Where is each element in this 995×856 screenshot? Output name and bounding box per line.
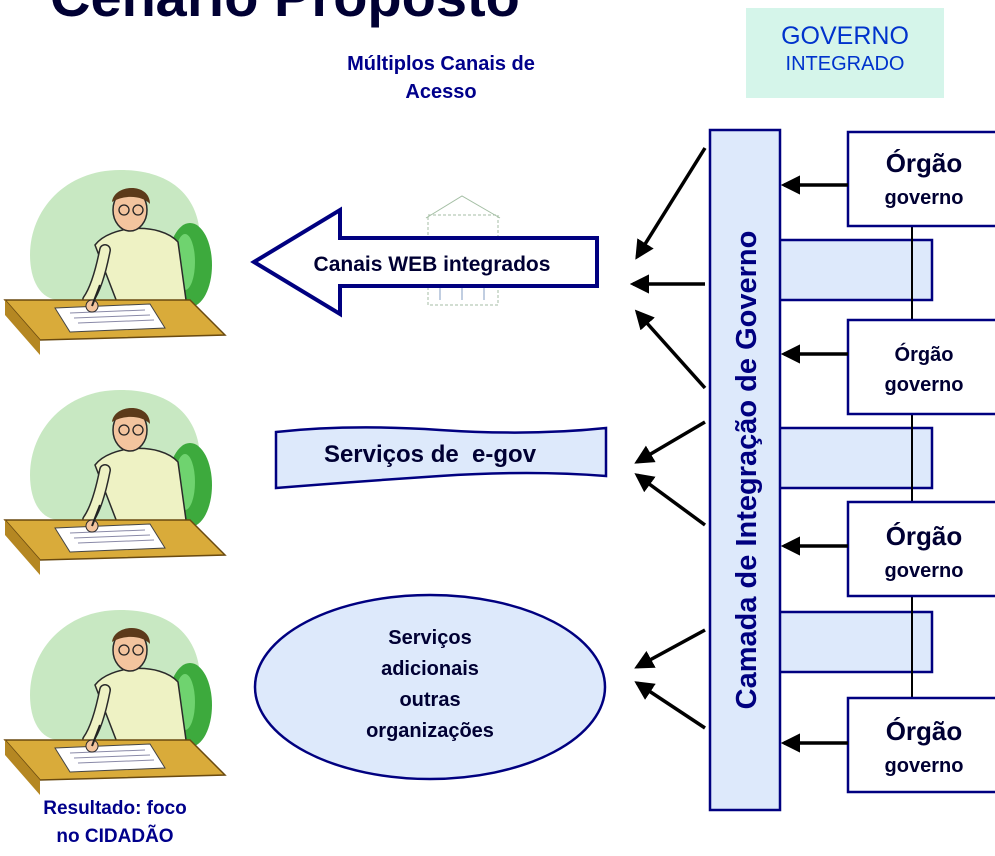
egov-services-label: Serviços de e-gov (324, 441, 537, 468)
additional-services-line2: adicionais (381, 658, 479, 680)
organ-1-line2: governo (885, 187, 964, 209)
organ-2-line2: governo (885, 374, 964, 396)
layer-to-channel-arrows (629, 147, 707, 730)
integration-layer-bar (708, 128, 782, 812)
additional-services-line1: Serviços (388, 627, 471, 649)
organ-box-1: Órgão governo (846, 130, 995, 228)
organ-3-line1: Órgão (886, 521, 963, 551)
web-channels-arrow (250, 206, 599, 318)
citizen-illustration-1 (5, 170, 225, 355)
organ-4-line1: Órgão (886, 716, 963, 746)
integrado-label: INTEGRADO (785, 53, 905, 75)
channels-heading-line1: Múltiplos Canais de (347, 53, 535, 75)
organ-to-layer-arrows (780, 175, 848, 753)
citizen-illustration-2 (5, 390, 225, 575)
organ-4-line2: governo (885, 755, 964, 777)
additional-services-ellipse (253, 593, 607, 781)
organ-1-line1: Órgão (886, 148, 963, 178)
result-caption: Resultado: foco no CIDADÃO (0, 795, 230, 851)
additional-services-line3: outras (399, 689, 460, 711)
result-caption-line1: Resultado: foco (43, 798, 187, 819)
web-channels-label: Canais WEB integrados (314, 253, 551, 276)
organ-3-line2: governo (885, 560, 964, 582)
result-caption-line2: no CIDADÃO (56, 826, 174, 847)
organ-box-4: Órgão governo (846, 696, 995, 794)
channels-heading: Múltiplos Canais de Acesso (286, 50, 596, 106)
page-title: Cenário Proposto (50, 0, 520, 29)
governo-integrado-box: GOVERNO INTEGRADO (746, 8, 944, 98)
citizen-illustration-3 (5, 610, 225, 795)
organ-box-2: Órgão governo (846, 318, 995, 416)
egov-services-banner (274, 426, 608, 490)
integration-layer-label: Camada de Integração de Governo (731, 231, 763, 710)
organ-2-line1: Órgão (895, 342, 954, 366)
connector-bars (780, 225, 934, 720)
additional-services-line4: organizações (366, 720, 494, 742)
organ-box-3: Órgão governo (846, 500, 995, 598)
channels-heading-line2: Acesso (405, 81, 477, 103)
governo-label: GOVERNO (781, 22, 909, 50)
